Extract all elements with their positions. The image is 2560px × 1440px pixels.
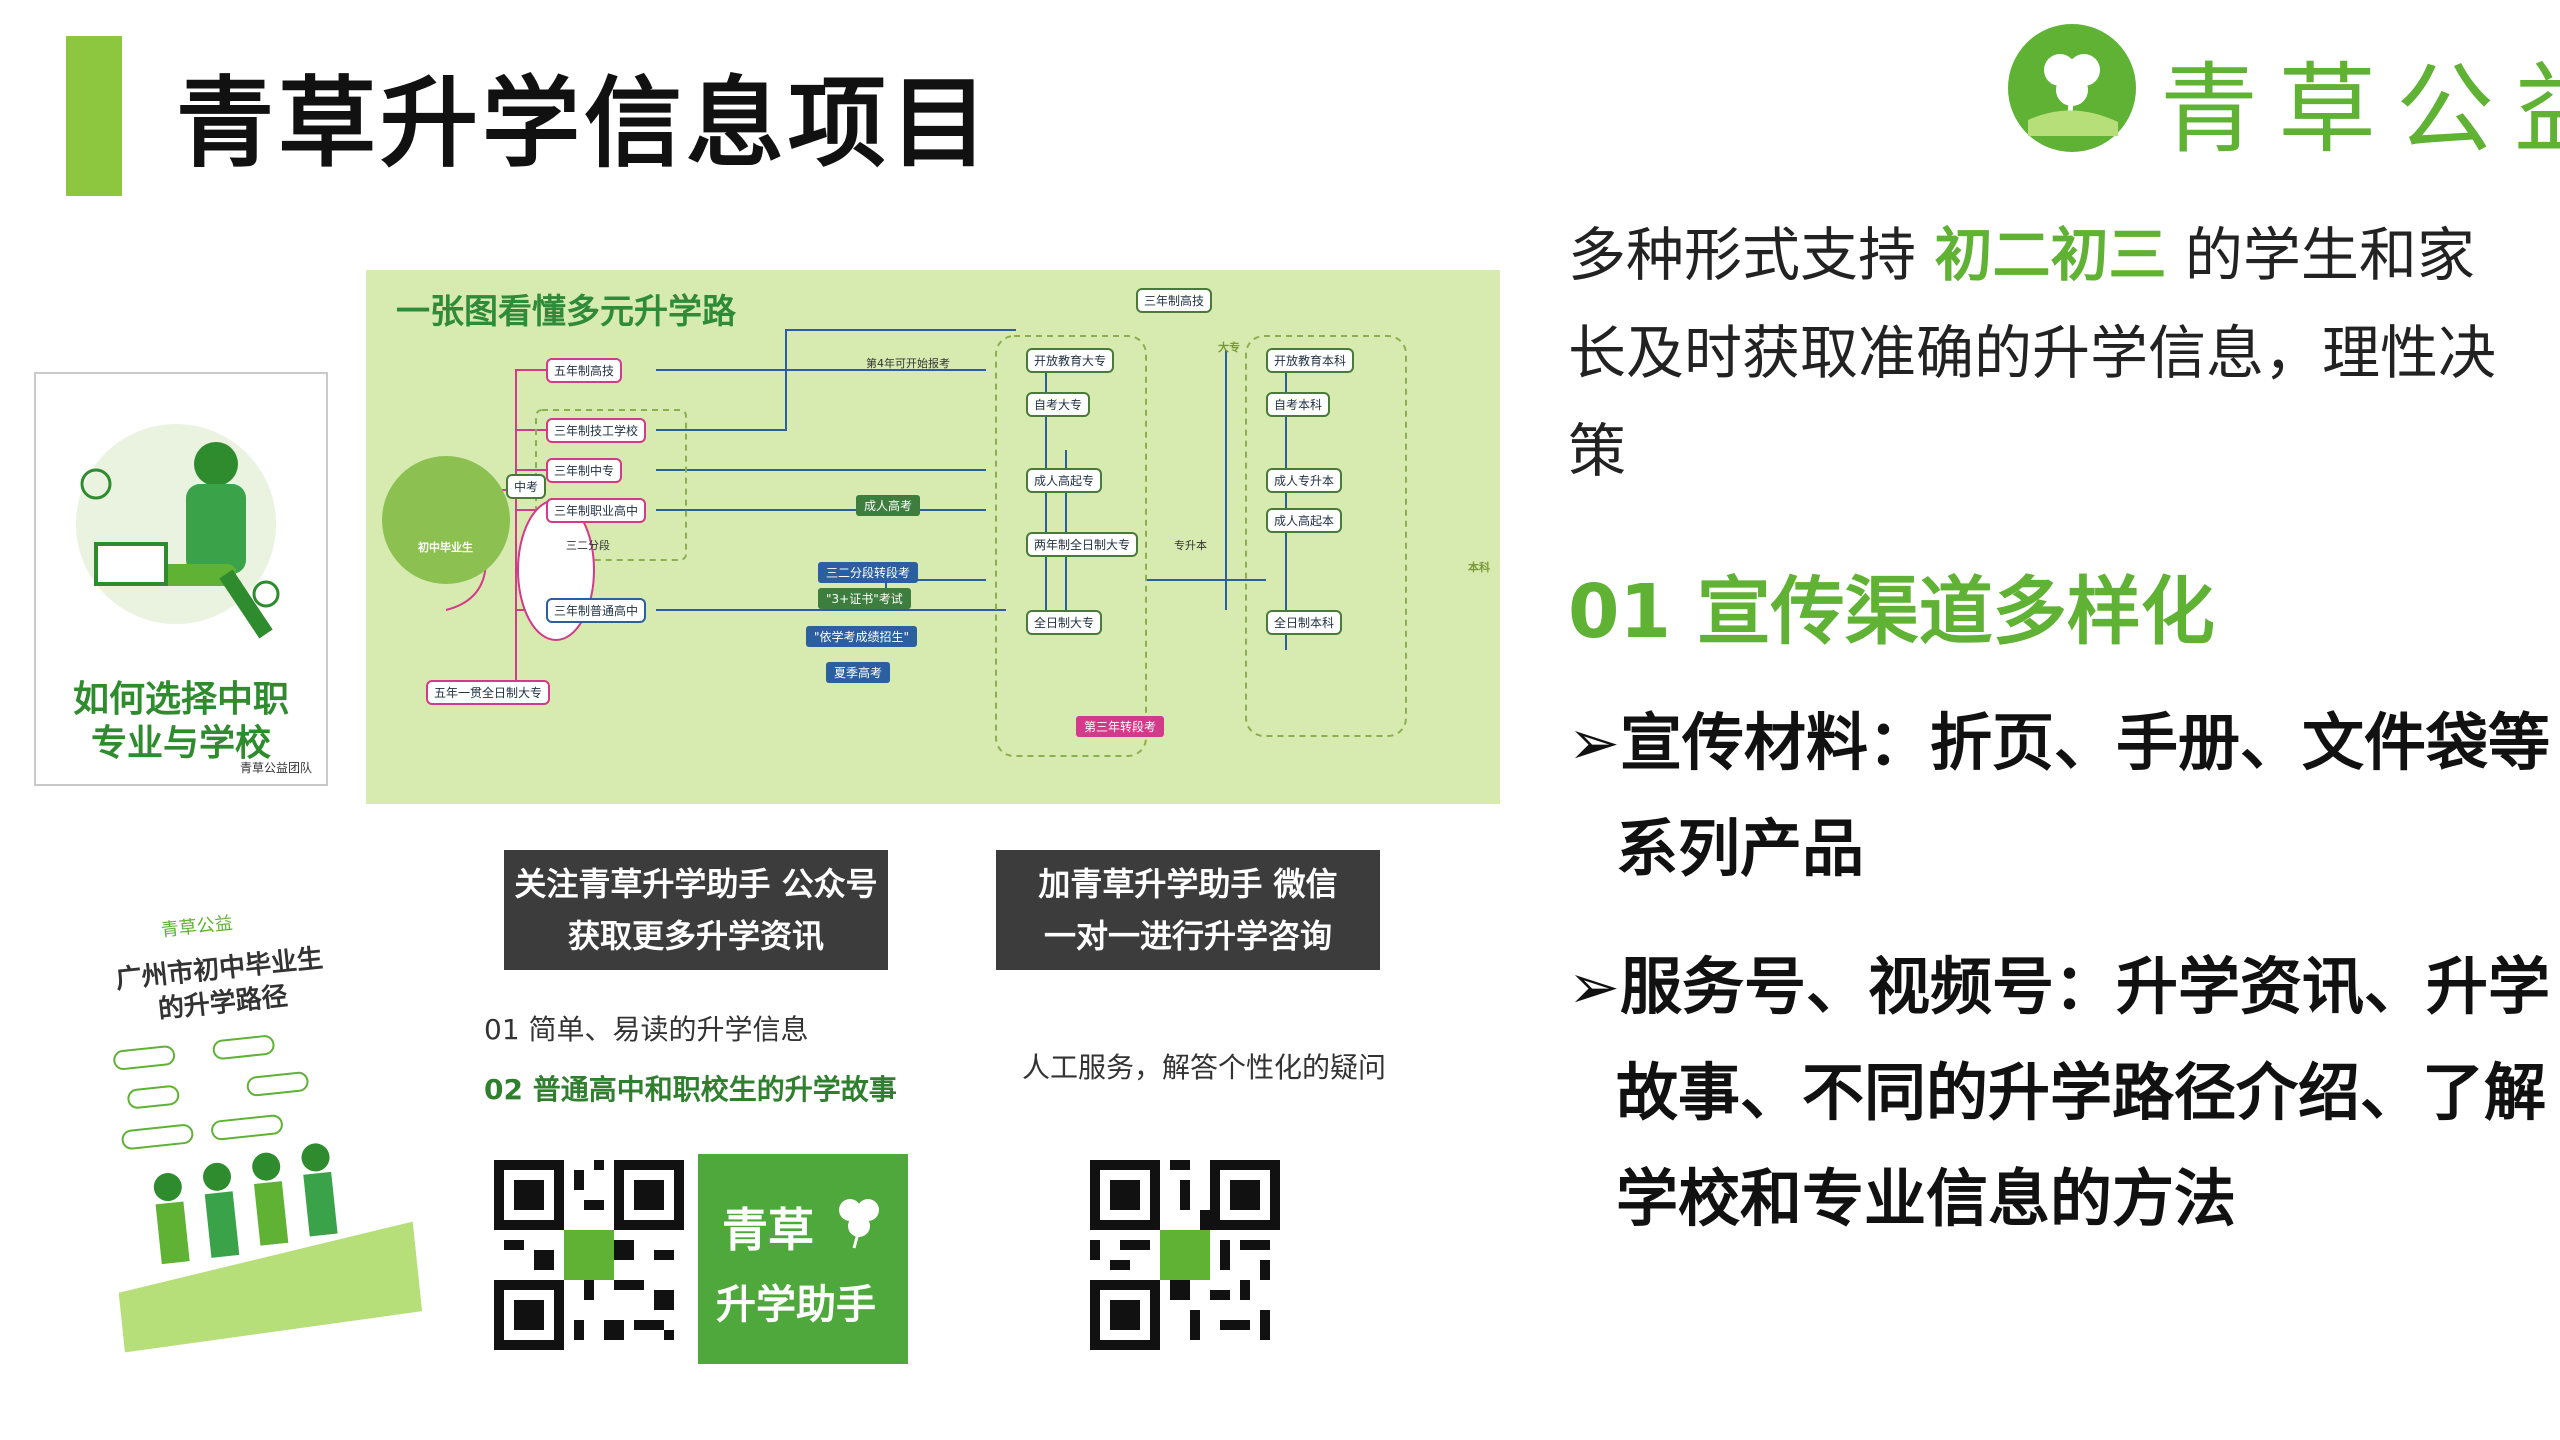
bullet-print-materials: ➢宣传材料：折页、手册、文件袋等系列产品	[1568, 706, 2550, 885]
exam-node: 中考	[506, 474, 547, 499]
node-general-high: 三年制普通高中	[546, 598, 647, 623]
bullet-online-channels: ➢服务号、视频号：升学资讯、升学故事、不同的升学路径介绍、了解学校和专业信息的方…	[1568, 950, 2550, 1235]
adult-exam-node: 成人高考	[856, 495, 921, 516]
booklet-title-line1: 如何选择中职	[72, 679, 289, 720]
node-open-bachelor: 开放教育本科	[1266, 348, 1355, 373]
service-description: 人工服务，解答个性化的疑问	[1022, 1051, 1387, 1084]
booklet-publisher: 青草公益团队	[239, 761, 312, 775]
intro-highlight: 初二初三	[1934, 221, 2167, 289]
node-vocational-high: 三年制职业高中	[546, 498, 647, 523]
certificate-exam-node: "3+证书"考试	[818, 588, 911, 609]
third-year-transfer-node: 第三年转段考	[1076, 716, 1165, 737]
brand-logo-text: 青草公益	[2160, 53, 2560, 167]
flowchart-title: 一张图看懂多元升学路	[396, 292, 736, 332]
follow-official-account-box: 关注青草升学助手 公众号 获取更多升学资讯	[504, 850, 888, 970]
follow-box1-line1: 关注青草升学助手 公众号	[514, 865, 878, 903]
node-self-study-bachelor: 自考本科	[1266, 392, 1331, 417]
add-wechat-box: 加青草升学助手 微信 一对一进行升学咨询	[996, 850, 1380, 970]
node-fulltime-college: 全日制大专	[1026, 610, 1103, 635]
transfer-exam-node: 三二分段转段考	[818, 562, 919, 583]
node-five-year-college: 五年一贯全日制大专	[426, 680, 551, 705]
wechat-qr-code[interactable]	[1090, 1160, 1280, 1350]
bachelor-column-label: 本科	[1468, 561, 1490, 574]
node-adult-college: 成人高起专	[1026, 468, 1103, 493]
upgrade-label: 专升本	[1174, 539, 1207, 552]
fourth-year-label: 第4年可开始报考	[866, 357, 950, 370]
intro-paragraph: 多种形式支持 初二初三 的学生和家长及时获取准确的升学信息，理性决策	[1568, 206, 2528, 500]
start-node: 初中毕业生	[418, 541, 473, 554]
node-secondary-vocational: 三年制中专	[546, 458, 623, 483]
title-accent-bar	[66, 36, 122, 196]
booklet-cover-pathways: 青草公益 广州市初中毕业生的升学路径	[76, 863, 424, 1353]
clover-logo-icon	[2008, 24, 2136, 152]
follow-box1-line2: 获取更多升学资讯	[567, 917, 824, 955]
booklet-title-line2: 专业与学校	[90, 723, 271, 764]
booklet-cover-vocational: 如何选择中职 专业与学校 青草公益团队	[34, 372, 328, 786]
student-illustration	[76, 424, 280, 639]
pathway-flowchart: 一张图看懂多元升学路 初中毕业生 中考 五年制高技 三年制技工学校 三年制中专 …	[366, 270, 1500, 804]
node-two-year-college: 两年制全日制大专	[1026, 532, 1139, 557]
college-column-label: 大专	[1218, 341, 1240, 354]
intro-suffix: 的学生和家长及时获取准确的升学信息，理性决策	[1568, 221, 2497, 485]
node-adult-bachelor: 成人高起本	[1266, 508, 1343, 533]
node-adult-upgrade: 成人专升本	[1266, 468, 1343, 493]
follow-box2-line1: 加青草升学助手 微信	[1038, 865, 1338, 903]
clover-icon	[839, 1199, 879, 1249]
follow-box2-line2: 一对一进行升学咨询	[1043, 917, 1332, 955]
official-account-qr-code[interactable]	[494, 1160, 684, 1350]
booklet2-brand: 青草公益	[159, 912, 234, 942]
assistant-brand-badge: 青草 升学助手	[698, 1154, 908, 1364]
brand-badge-line1: 青草	[722, 1203, 814, 1257]
academic-exam-node: "依学考成绩招生"	[806, 626, 918, 647]
feature-item-1: 01 简单、易读的升学信息	[484, 1013, 809, 1046]
summer-exam-node: 夏季高考	[826, 662, 891, 683]
page-title: 青草升学信息项目	[176, 67, 993, 181]
section-heading: 01 宣传渠道多样化	[1568, 569, 2215, 655]
node-three-two: 三二分段	[566, 539, 610, 552]
node-technical-school: 三年制技工学校	[546, 418, 647, 443]
node-fulltime-bachelor: 全日制本科	[1266, 610, 1343, 635]
students-illustration	[113, 1035, 423, 1353]
node-open-college: 开放教育大专	[1026, 348, 1115, 373]
booklet2-title: 广州市初中毕业生的升学路径	[114, 943, 325, 1025]
node-five-year-tech: 五年制高技	[546, 358, 623, 383]
node-self-study-college: 自考大专	[1026, 392, 1091, 417]
brand-badge-line2: 升学助手	[716, 1282, 876, 1328]
brand-logo: 青草公益	[2008, 20, 2560, 167]
feature-item-2: 02 普通高中和职校生的升学故事	[484, 1073, 897, 1106]
node-three-year-tech: 三年制高技	[1136, 288, 1213, 313]
intro-prefix: 多种形式支持	[1568, 221, 1935, 289]
